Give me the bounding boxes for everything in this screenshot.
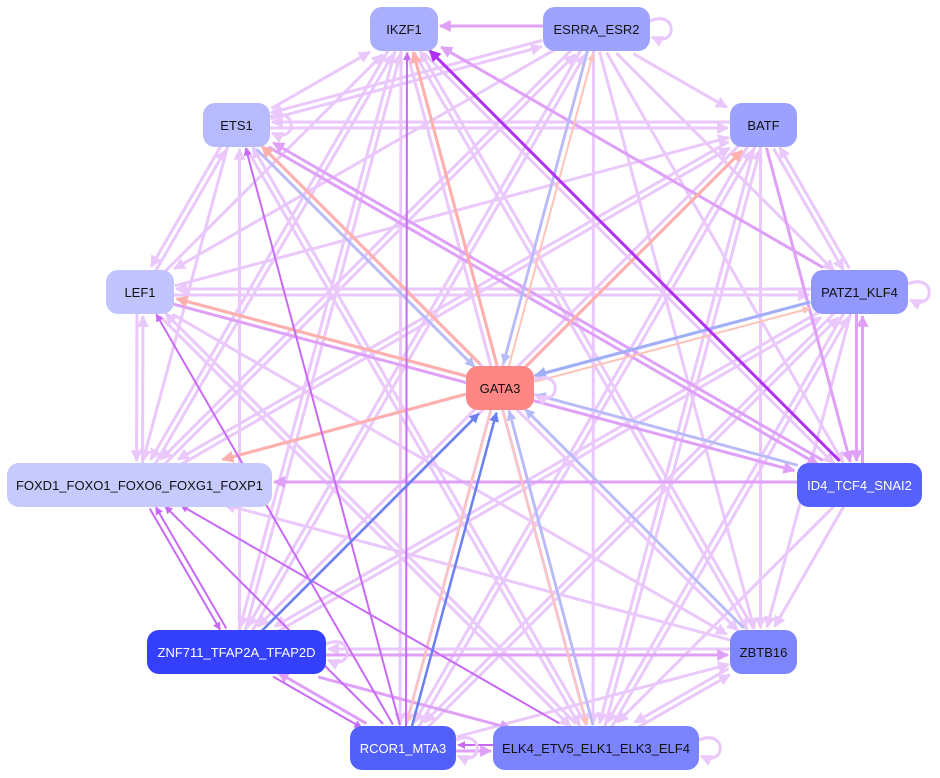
node-ikzf1[interactable]: IKZF1 [370,7,438,51]
edge-gata3-to-patz1 [534,306,811,383]
edge-lef1-to-ets1 [154,149,227,273]
edge-gata3-to-ets1 [261,145,482,365]
edge-elk4-to-foxd1 [180,504,560,725]
edge-patz1-to-znf711 [273,310,821,628]
edge-gata3-to-rcor1 [404,408,493,725]
edge-lef1-to-batf [174,134,731,288]
edge-ets1-to-ikzf1 [270,50,371,110]
edge-rcor1-to-ets1 [243,147,401,726]
edge-id4-to-ikzf1 [428,49,841,462]
edge-esrra-to-foxd1 [159,47,574,461]
edge-ikzf1-to-foxd1 [149,48,390,461]
edge-zbtb16-to-gata3 [524,408,745,629]
edge-id4-to-gata3 [535,392,799,467]
node-patz1[interactable]: PATZ1_KLF4 [811,270,908,314]
edge-lef1-to-ikzf1 [163,53,384,274]
edge-ets1-to-gata3 [255,148,476,368]
edge-lef1-to-elk4 [158,315,572,728]
self-loop-esrra [649,17,673,47]
edge-gata3-to-elk4 [502,410,589,726]
node-foxd1[interactable]: FOXD1_FOXO1_FOXO6_FOXG1_FOXP1 [7,463,272,507]
edge-rcor1-to-patz1 [426,316,840,730]
node-gata3[interactable]: GATA3 [466,366,534,410]
edge-rcor1-to-lef1 [155,313,394,726]
edge-ikzf1-to-znf711 [237,49,397,629]
edge-elk4-to-ets1 [251,146,588,726]
edge-gata3-to-foxd1 [221,392,466,463]
edge-ikzf1-to-rcor1 [394,50,407,726]
edge-esrra-to-batf [632,52,728,109]
node-batf[interactable]: BATF [730,103,797,147]
edge-ets1-to-lef1 [149,144,223,268]
edge-ikzf1-to-id4 [422,52,836,465]
edge-batf-to-patz1 [772,147,845,271]
node-znf711[interactable]: ZNF711_TFAP2A_TFAP2D [147,630,326,674]
edge-elk4-to-patz1 [610,316,850,729]
self-loop-patz1 [907,280,931,310]
edge-rcor1-to-gata3 [410,411,499,728]
edge-elk4-to-gata3 [506,410,595,726]
edge-elk4-to-zbtb16 [635,673,731,730]
edge-ikzf1-to-zbtb16 [412,51,749,631]
edge-batf-to-foxd1 [176,140,730,461]
edge-znf711-to-patz1 [275,316,823,634]
edge-znf711-to-elk4 [317,675,513,732]
edge-gata3-to-ikzf1 [410,50,499,366]
edge-gata3-to-batf [523,149,744,370]
edge-znf711-to-rcor1 [272,675,363,729]
edge-id4-to-zbtb16 [773,504,846,628]
node-esrra[interactable]: ESRRA_ESR2 [543,7,650,51]
self-loop-rcor1 [455,736,479,766]
edge-foxd1-to-batf [178,146,731,467]
edge-patz1-to-gata3 [533,300,811,379]
edge-znf711-to-gata3 [259,412,480,634]
edge-znf711-to-foxd1 [155,506,228,629]
edge-ets1-to-id4 [267,145,820,466]
node-lef1[interactable]: LEF1 [106,270,174,314]
edge-foxd1-to-ikzf1 [153,53,395,466]
edge-patz1-to-batf [778,146,851,270]
self-loop-znf711 [325,640,349,670]
self-loop-gata3 [533,376,557,406]
edge-batf-to-elk4 [596,145,757,725]
edge-rcor1-to-foxd1 [164,505,384,725]
edge-zbtb16-to-ikzf1 [418,50,755,630]
self-loop-elk4 [698,736,722,766]
edge-esrra-to-gata3 [501,49,589,365]
edge-batf-to-rcor1 [412,144,750,724]
edge-rcor1-to-batf [417,149,754,729]
edge-esrra-to-zbtb16 [598,51,758,631]
edge-batf-to-id4 [765,147,854,463]
edge-zbtb16-to-foxd1 [223,501,732,642]
edge-zbtb16-to-elk4 [633,667,730,724]
edge-gata3-to-lef1 [175,295,468,378]
node-zbtb16[interactable]: ZBTB16 [730,630,797,674]
edge-esrra-to-patz1 [615,52,836,272]
edge-foxd1-to-esrra [162,53,577,467]
edge-rcor1-to-ikzf1 [402,52,411,727]
edge-elk4-to-batf [603,148,763,728]
edge-znf711-to-ikzf1 [243,52,404,632]
edge-id4-to-ets1 [272,141,824,462]
node-elk4[interactable]: ELK4_ETV5_ELK1_ELK3_ELF4 [493,726,699,770]
edge-patz1-to-ikzf1 [440,45,824,269]
edge-lef1-to-zbtb16 [171,312,728,636]
edge-rcor1-to-znf711 [276,671,368,725]
node-ets1[interactable]: ETS1 [203,103,270,147]
node-id4[interactable]: ID4_TCF4_SNAI2 [797,463,922,507]
self-loop-ets1 [269,113,293,143]
edge-gata3-to-esrra [507,52,595,368]
edge-id4-to-elk4 [616,503,837,724]
node-rcor1[interactable]: RCOR1_MTA3 [350,726,456,770]
edge-foxd1-to-znf711 [148,508,221,631]
